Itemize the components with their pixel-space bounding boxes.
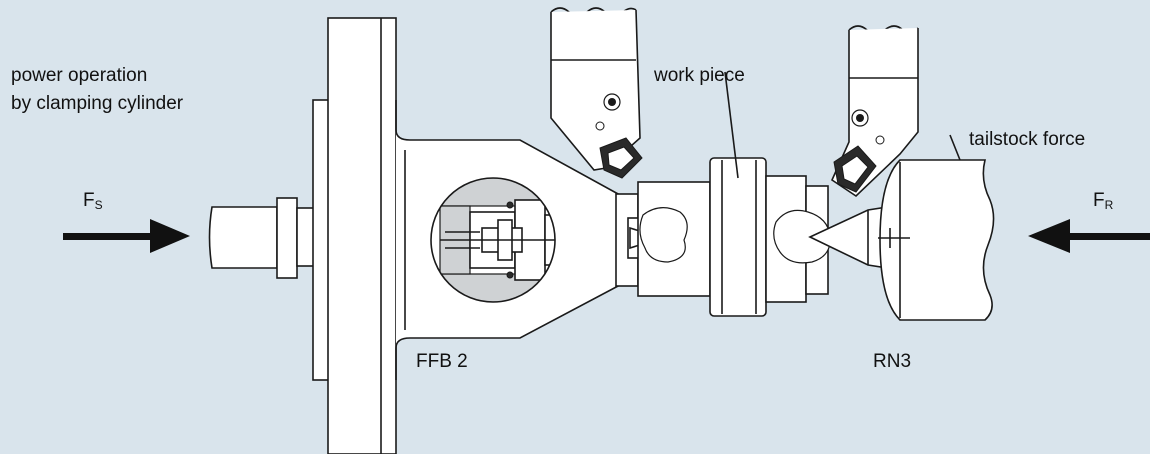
work-piece-label: work piece: [654, 65, 745, 86]
section-circle-outline: [430, 177, 556, 303]
work-piece-leader-line: [724, 71, 739, 179]
cutting-tool-left: [550, 7, 643, 179]
cutting-tool-right: [830, 25, 919, 198]
tailstock-force-arrow: [1028, 219, 1150, 253]
work-piece: [637, 71, 831, 317]
power-operation-label-line2: by clamping cylinder: [11, 93, 184, 114]
tailstock-leader-line: [949, 134, 961, 161]
power-operation-label-line1: power operation: [11, 65, 148, 86]
tailstock-force-subscript: R: [1104, 198, 1114, 212]
drawbar: [208, 197, 316, 279]
clamping-force-letter: F: [83, 190, 95, 211]
ffb2-label: FFB 2: [416, 351, 468, 372]
chuck-section-view: [431, 178, 555, 302]
clamping-force-arrow: [63, 219, 190, 253]
tailstock-force-letter: F: [1093, 190, 1105, 211]
clamping-force-symbol: FS: [83, 190, 103, 212]
tailstock-force-label: tailstock force: [969, 129, 1086, 150]
rn3-label: RN3: [873, 351, 912, 372]
clamping-force-subscript: S: [94, 198, 103, 212]
tailstock-center: [808, 134, 995, 321]
tailstock-force-symbol: FR: [1093, 190, 1113, 212]
